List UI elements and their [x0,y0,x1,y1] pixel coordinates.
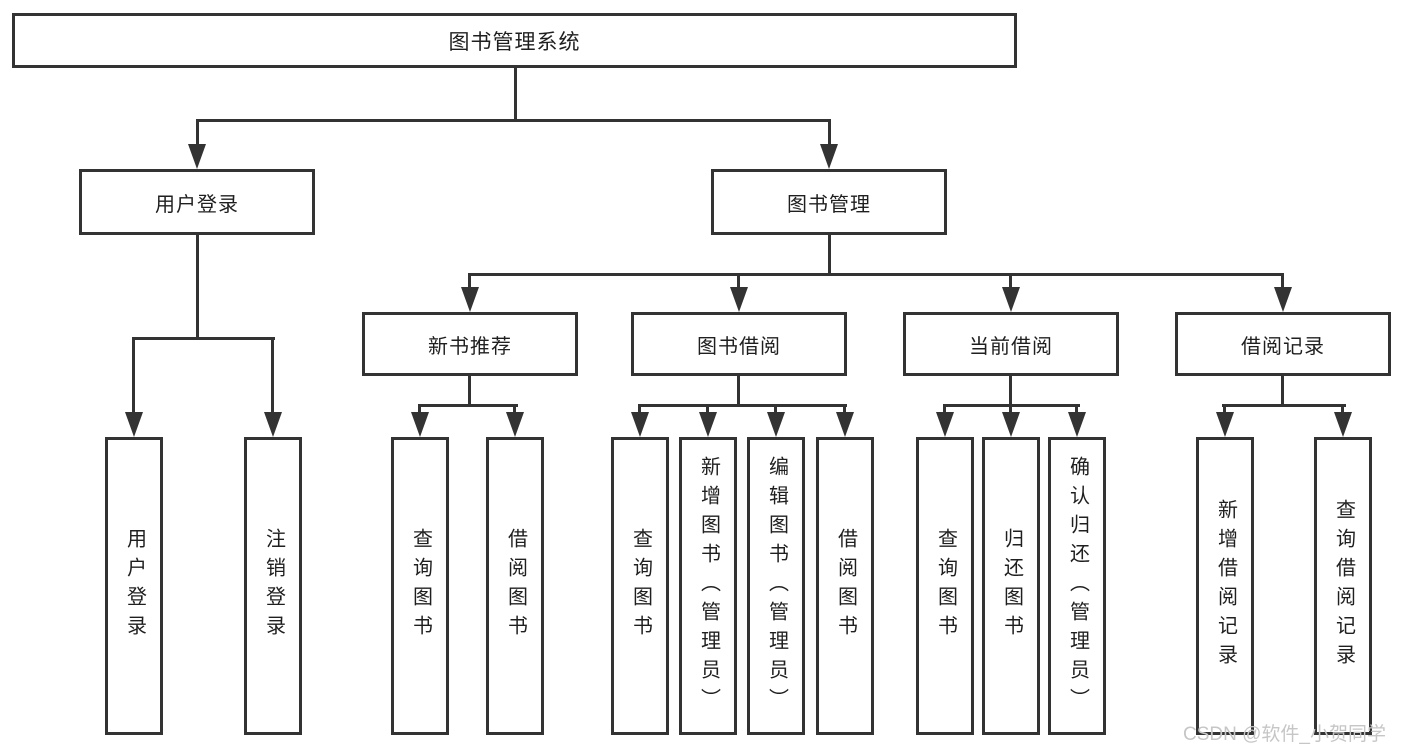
arrow-down-icon [1334,412,1352,437]
connector-drop [737,273,740,290]
connector-drop [706,404,709,416]
connector-drop [1223,404,1226,416]
connector-stem [737,376,740,407]
node-label: 查询图书 [934,528,957,644]
node-leaf-edit-books-admin: 编辑图书（管理员） [747,437,805,735]
connector-bar [468,273,1284,276]
node-label: 借阅图书 [834,528,857,644]
node-leaf-query-books-borrowing: 查询图书 [611,437,669,735]
connector-drop [468,273,471,290]
csdn-watermark: CSDN @软件_小贺同学 [1183,724,1386,745]
node-label: 用户登录 [155,193,239,216]
connector-bar [418,404,518,407]
node-label: 注销登录 [262,528,285,644]
connector-drop [418,404,421,416]
arrow-down-icon [1274,287,1292,312]
node-leaf-borrow-books: 借阅图书 [816,437,874,735]
arrow-down-icon [820,144,838,169]
node-leaf-return-books: 归还图书 [982,437,1040,735]
arrow-down-icon [936,412,954,437]
node-borrowing-records: 借阅记录 [1175,312,1391,376]
node-label: 新增借阅记录 [1214,499,1237,673]
arrow-down-icon [767,412,785,437]
node-leaf-add-books-admin: 新增图书（管理员） [679,437,737,735]
arrow-down-icon [506,412,524,437]
arrow-down-icon [1002,287,1020,312]
node-label: 用户登录 [123,528,146,644]
connector-stem [1281,376,1284,407]
node-label: 查询借阅记录 [1332,499,1355,673]
connector-drop [1075,404,1078,416]
node-label: 图书借阅 [697,335,781,358]
connector-bar [196,119,830,122]
connector-drop [196,119,199,147]
node-leaf-logout: 注销登录 [244,437,302,735]
node-leaf-add-borrow-record: 新增借阅记录 [1196,437,1254,735]
connector-drop [1281,273,1284,290]
connector-bar [1222,404,1346,407]
arrow-down-icon [1216,412,1234,437]
connector-drop [513,404,516,416]
node-label: 查询图书 [629,528,652,644]
node-label: 图书管理 [787,193,871,216]
node-book-borrowing: 图书借阅 [631,312,847,376]
connector-drop [1009,273,1012,290]
connector-stem [196,235,199,338]
connector-drop [638,404,641,416]
arrow-down-icon [1068,412,1086,437]
connector-stem [468,376,471,407]
node-leaf-query-books-recommend: 查询图书 [391,437,449,735]
arrow-down-icon [264,412,282,437]
node-label: 编辑图书（管理员） [765,455,788,717]
connector-bar [132,337,275,340]
node-label: 查询图书 [409,528,432,644]
connector-drop [1009,404,1012,416]
arrow-down-icon [699,412,717,437]
node-user-login: 用户登录 [79,169,315,235]
node-leaf-query-books-current: 查询图书 [916,437,974,735]
node-label: 归还图书 [1000,528,1023,644]
connector-drop [132,337,135,414]
node-current-borrowing: 当前借阅 [903,312,1119,376]
connector-drop [774,404,777,416]
node-label: 新书推荐 [428,335,512,358]
arrow-down-icon [631,412,649,437]
node-label: 图书管理系统 [448,30,581,54]
arrow-down-icon [411,412,429,437]
connector-drop [271,337,274,414]
connector-bar [638,404,847,407]
node-leaf-borrow-books-recommend: 借阅图书 [486,437,544,735]
connector-stem [514,68,517,121]
node-label: 借阅图书 [504,528,527,644]
node-new-book-recommendation: 新书推荐 [362,312,578,376]
node-label: 新增图书（管理员） [697,455,720,717]
arrow-down-icon [730,287,748,312]
connector-drop [943,404,946,416]
node-leaf-query-borrow-record: 查询借阅记录 [1314,437,1372,735]
node-leaf-user-login: 用户登录 [105,437,163,735]
arrow-down-icon [461,287,479,312]
arrow-down-icon [1002,412,1020,437]
arrow-down-icon [836,412,854,437]
arrow-down-icon [125,412,143,437]
node-label: 当前借阅 [969,335,1053,358]
connector-stem [828,235,831,276]
node-leaf-confirm-return-admin: 确认归还（管理员） [1048,437,1106,735]
node-label: 确认归还（管理员） [1066,455,1089,717]
node-library-management-system: 图书管理系统 [12,13,1017,68]
connector-drop [1341,404,1344,416]
node-book-management: 图书管理 [711,169,947,235]
connector-drop [828,119,831,147]
connector-stem [1009,376,1012,407]
node-label: 借阅记录 [1241,335,1325,358]
arrow-down-icon [188,144,206,169]
connector-drop [843,404,846,416]
